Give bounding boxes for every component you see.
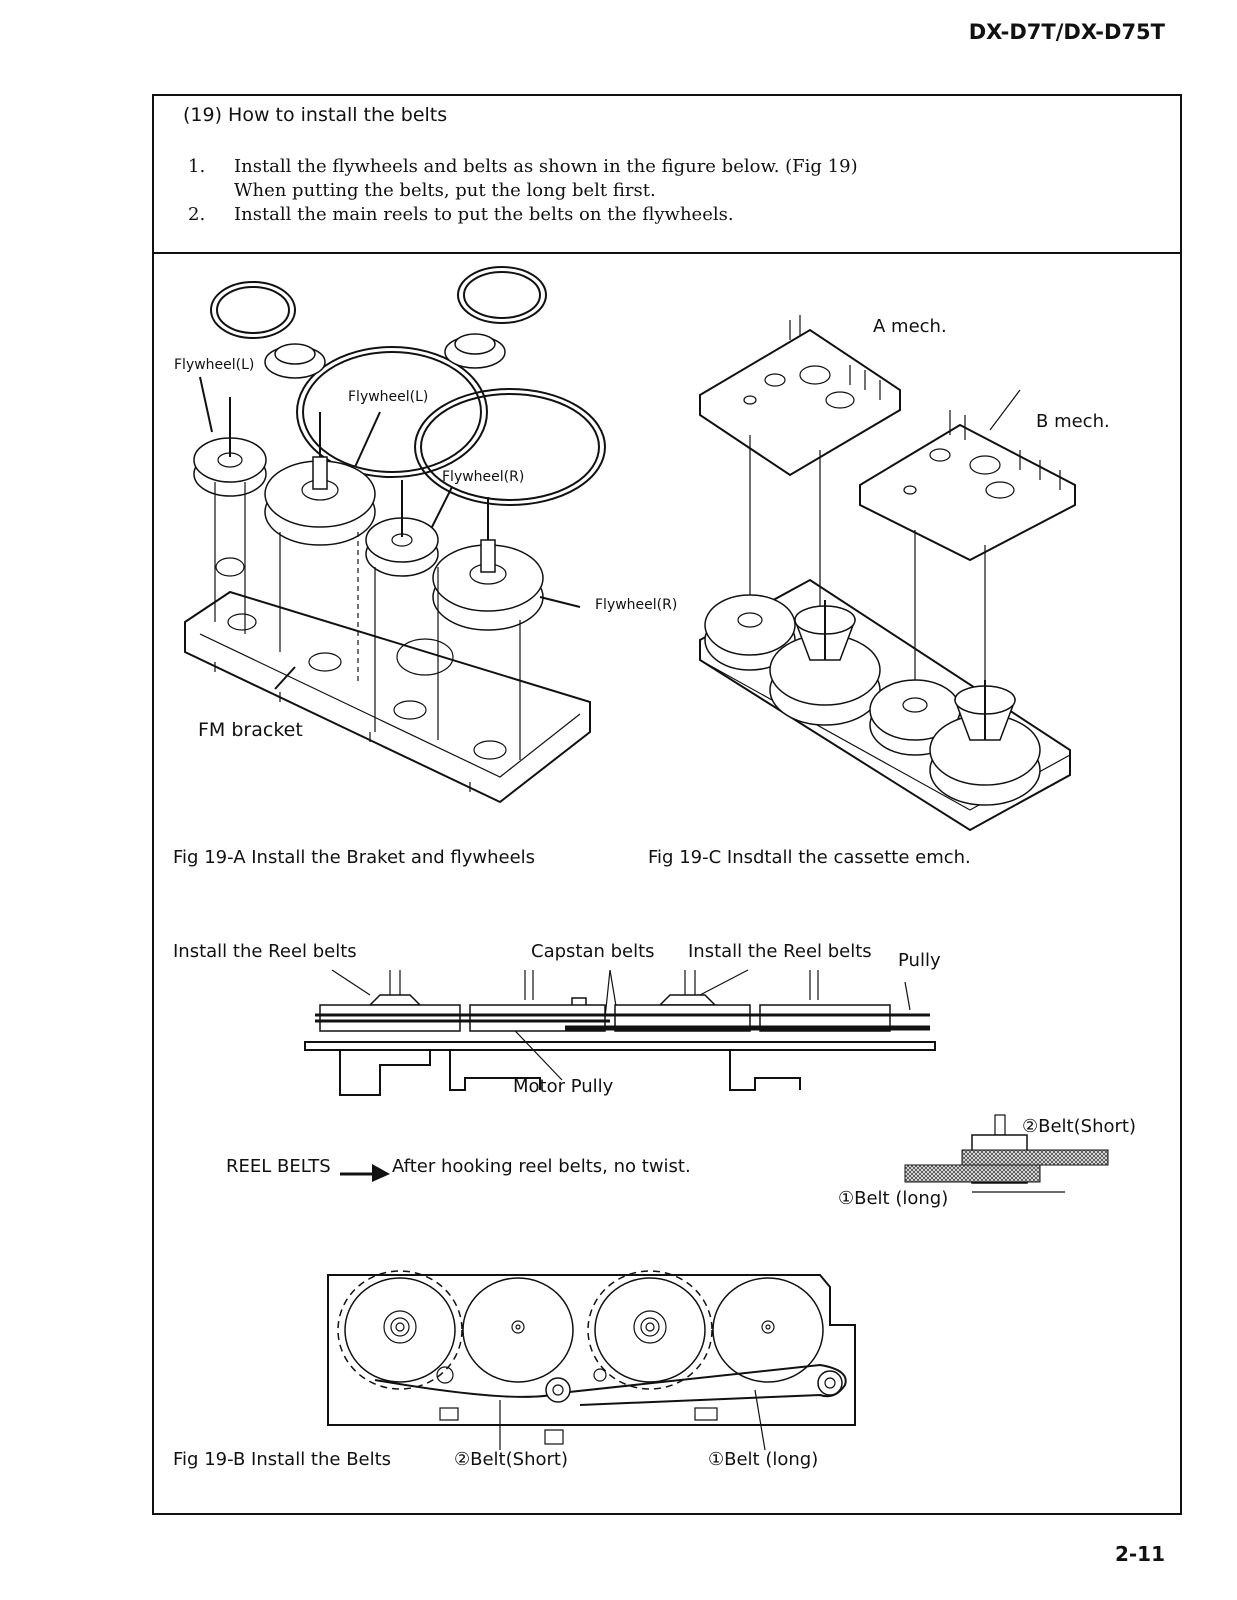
label-flywheel-l-1: Flywheel(L) (174, 357, 255, 373)
fig-19b-belt-long: ①Belt (long) (708, 1449, 819, 1470)
section-divider (152, 252, 1182, 254)
label-a-mech: A mech. (873, 316, 947, 337)
fig-19c-drawing (699, 315, 1076, 832)
fig-19a-drawing (184, 266, 606, 804)
fig-19b-caption: Fig 19-B Install the Belts (173, 1449, 392, 1470)
detail-belt-long: ①Belt (long) (838, 1188, 949, 1209)
page-number: 2-11 (1114, 1542, 1165, 1566)
label-install-reel-belts-right: Install the Reel belts (688, 941, 872, 962)
label-b-mech: B mech. (1036, 411, 1110, 432)
step-1-text-line2: When putting the belts, put the long bel… (234, 180, 656, 201)
note-arrow-icon (340, 1164, 390, 1182)
label-motor-pully: Motor Pully (513, 1076, 614, 1097)
label-flywheel-l-2: Flywheel(L) (348, 389, 429, 405)
section-title: (19) How to install the belts (183, 104, 448, 126)
label-fm-bracket: FM bracket (198, 719, 303, 741)
side-view-drawing (304, 969, 936, 1096)
model-header: DX-D7T/DX-D75T (968, 20, 1165, 44)
fig-19b-belt-short: ②Belt(Short) (454, 1449, 568, 1470)
step-2-number: 2. (188, 204, 206, 225)
content-frame (152, 94, 1182, 1515)
label-install-reel-belts-left: Install the Reel belts (173, 941, 357, 962)
step-1-number: 1. (188, 156, 206, 177)
fig-19b-drawing (327, 1270, 856, 1451)
step-2-text: Install the main reels to put the belts … (234, 204, 734, 225)
label-flywheel-r-2: Flywheel(R) (595, 597, 678, 613)
label-flywheel-r-1: Flywheel(R) (442, 469, 525, 485)
step-1-text: Install the flywheels and belts as shown… (234, 156, 858, 177)
label-capstan-belts: Capstan belts (531, 941, 655, 962)
note-text: After hooking reel belts, no twist. (392, 1156, 691, 1177)
label-pully: Pully (898, 950, 941, 971)
detail-belt-short: ②Belt(Short) (1022, 1116, 1136, 1137)
belt-detail-drawing (904, 1114, 1109, 1193)
fig-19c-caption: Fig 19-C Insdtall the cassette emch. (648, 847, 971, 868)
note-reel-belts: REEL BELTS (226, 1156, 331, 1177)
fig-19a-caption: Fig 19-A Install the Braket and flywheel… (173, 847, 536, 868)
